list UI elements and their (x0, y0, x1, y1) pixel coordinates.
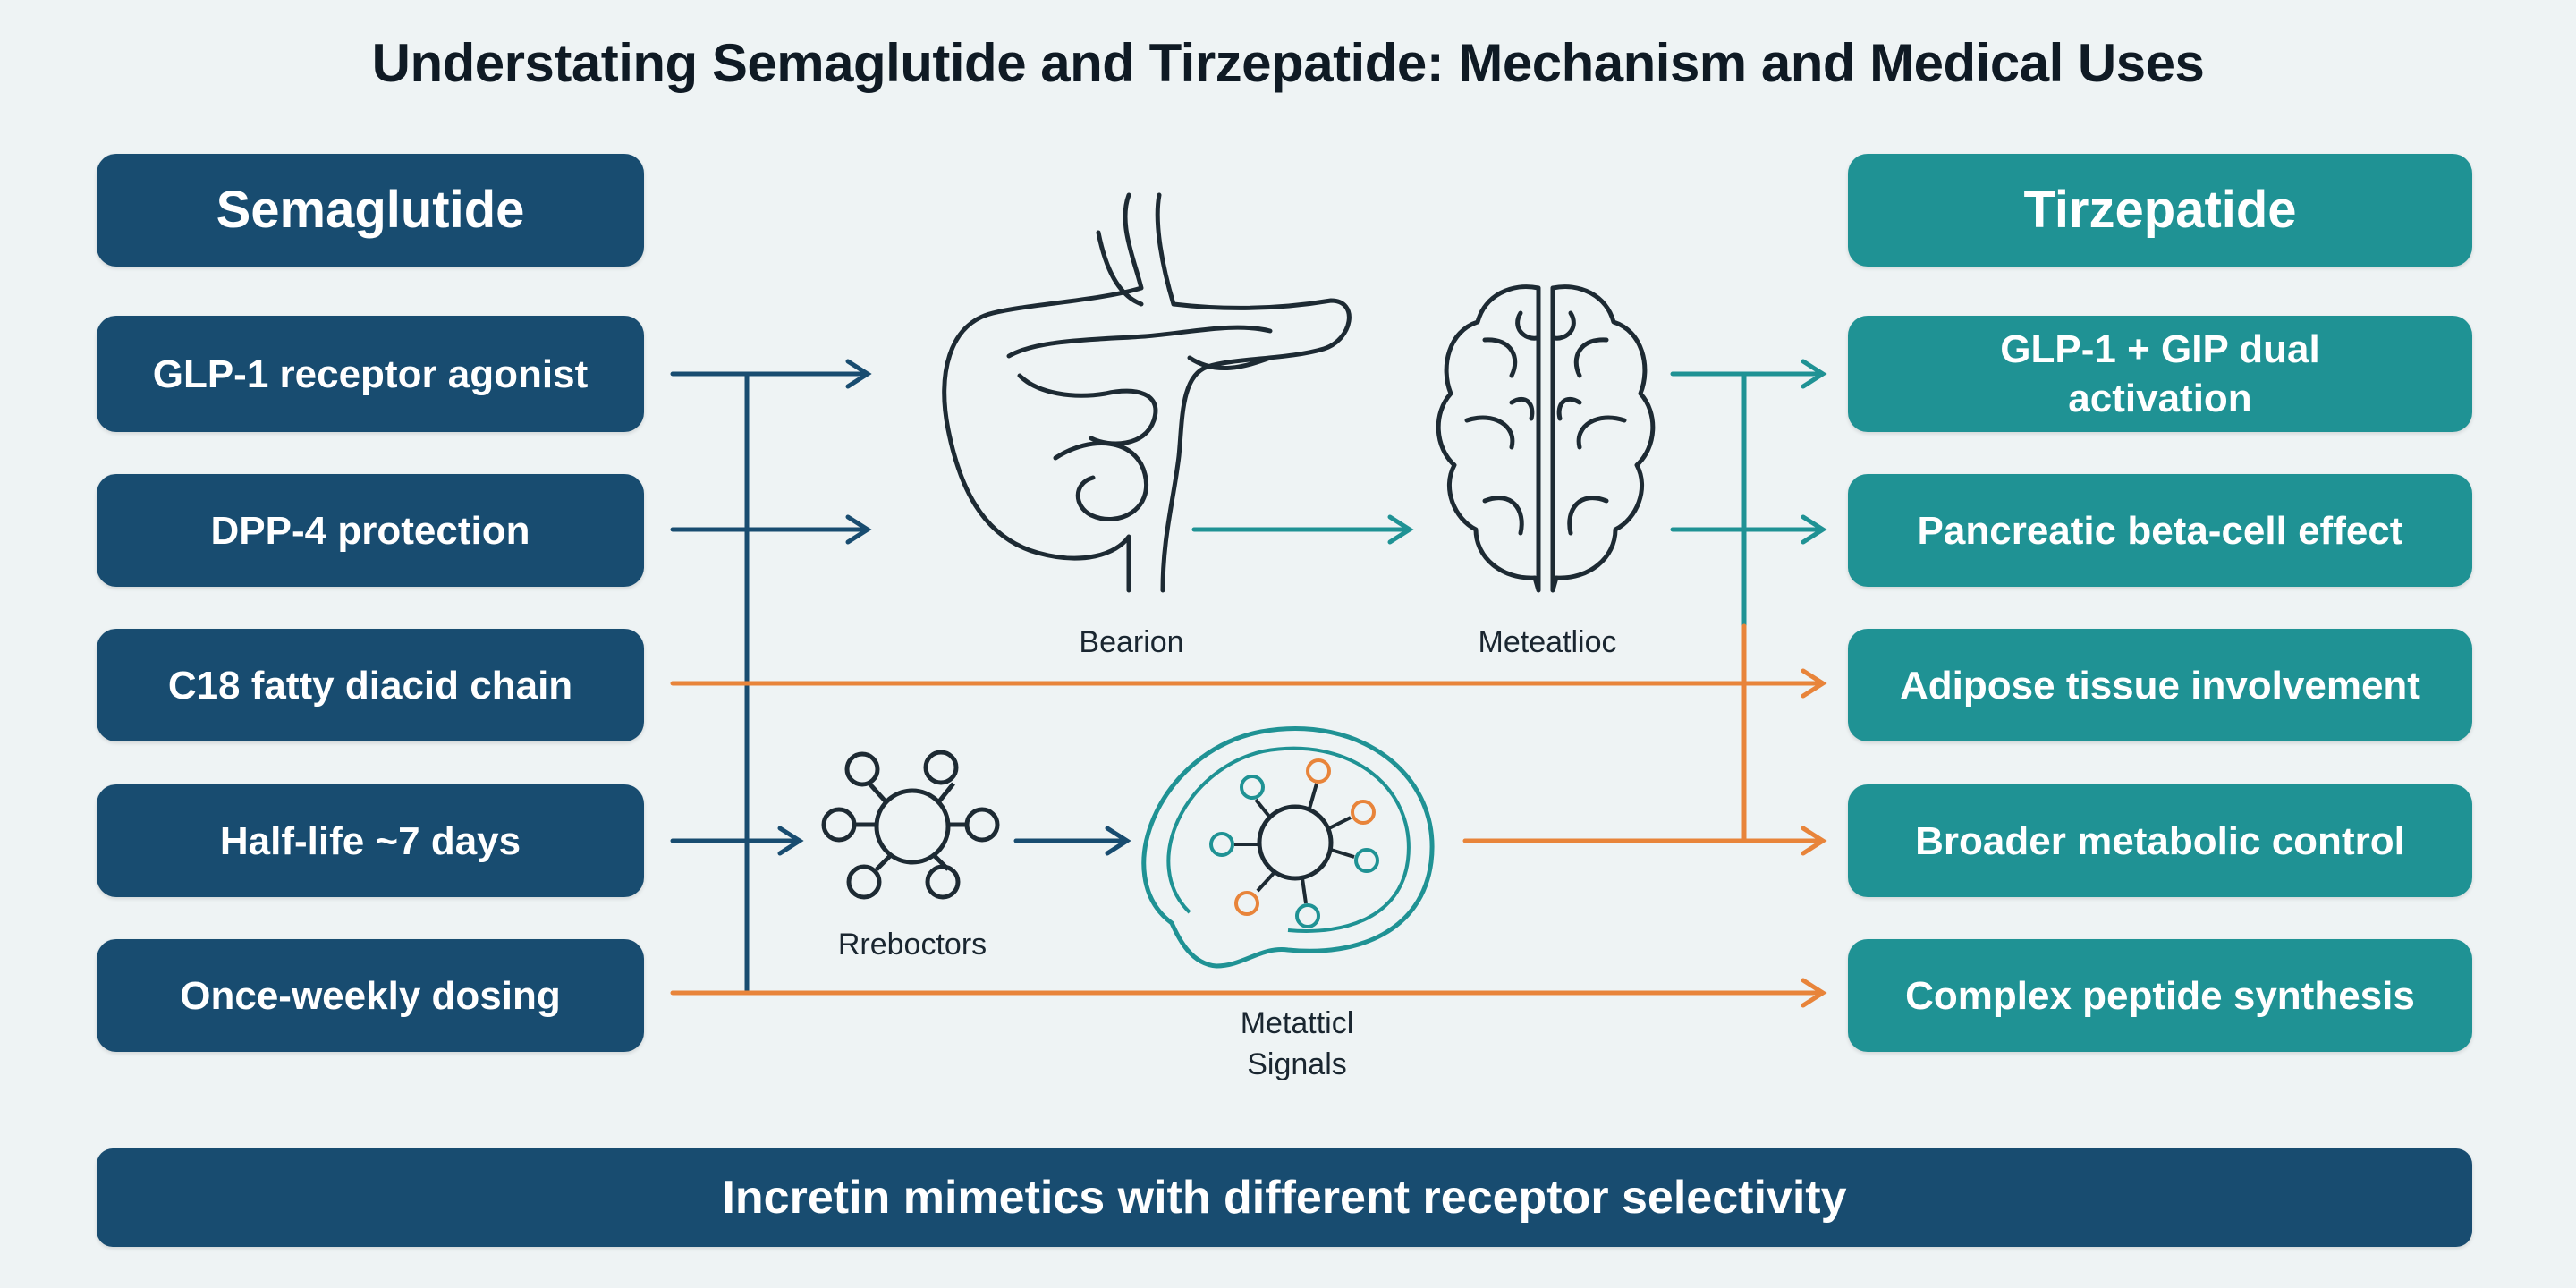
semaglutide-item-glp1-agonist: GLP-1 receptor agonist (97, 316, 644, 432)
signals-label: Metatticl Signals (1181, 1004, 1413, 1086)
tirzepatide-item-metabolic-control: Broader metabolic control (1848, 784, 2472, 897)
navy-connectors (670, 359, 1131, 996)
arrowhead-metabolic (1801, 826, 1827, 856)
signals-label-line1: Metatticl (1240, 1006, 1354, 1040)
tirzepatide-item-adipose: Adipose tissue involvement (1848, 629, 2472, 741)
semaglutide-item-dosing: Once-weekly dosing (97, 939, 644, 1052)
tirzepatide-item-peptide-synthesis: Complex peptide synthesis (1848, 939, 2472, 1052)
arrowhead-beta (1801, 514, 1827, 545)
tirzepatide-item-dual-activation: GLP-1 + GIP dual activation (1848, 316, 2472, 432)
arrowhead-stomach-brain (1387, 514, 1414, 545)
teal-connectors (1191, 359, 1827, 843)
brain-label: Meteatlioc (1478, 625, 1617, 659)
arrowhead-halflife (777, 826, 804, 856)
arrowhead-dual (1801, 359, 1827, 389)
semaglutide-header: Semaglutide (97, 154, 644, 267)
receptors-label: Rrebоctors (837, 928, 987, 962)
arrowhead-glp1 (845, 359, 872, 389)
receptors-icon (821, 750, 1000, 900)
page-title: Understating Semaglutide and Tirzepatide… (371, 33, 2205, 93)
orange-connectors (670, 623, 1827, 1008)
arrowhead-dpp4 (845, 514, 872, 545)
tirzepatide-item-dual-activation-text: GLP-1 + GIP dual activation (2000, 327, 2320, 420)
stomach-label: Bearion (1079, 625, 1184, 659)
tirzepatide-header: Tirzepatide (1848, 154, 2472, 267)
tirzepatide-item-beta-cell: Pancreatic beta-cell effect (1848, 474, 2472, 587)
brain-icon (1436, 284, 1656, 593)
stomach-icon (942, 192, 1352, 593)
semaglutide-item-dpp4: DPP-4 protection (97, 474, 644, 587)
arrowhead-receptors (1105, 826, 1131, 856)
arrowhead-adipose (1801, 668, 1827, 699)
footer-banner: Incretin mimetics with different recepto… (97, 1148, 2472, 1247)
arrowhead-synthesis (1801, 978, 1827, 1008)
signals-cell-icon (1141, 726, 1435, 969)
semaglutide-item-fatty-chain: C18 fatty diacid chain (97, 629, 644, 741)
semaglutide-item-half-life: Half-life ~7 days (97, 784, 644, 897)
signals-label-line2: Signals (1247, 1046, 1347, 1081)
